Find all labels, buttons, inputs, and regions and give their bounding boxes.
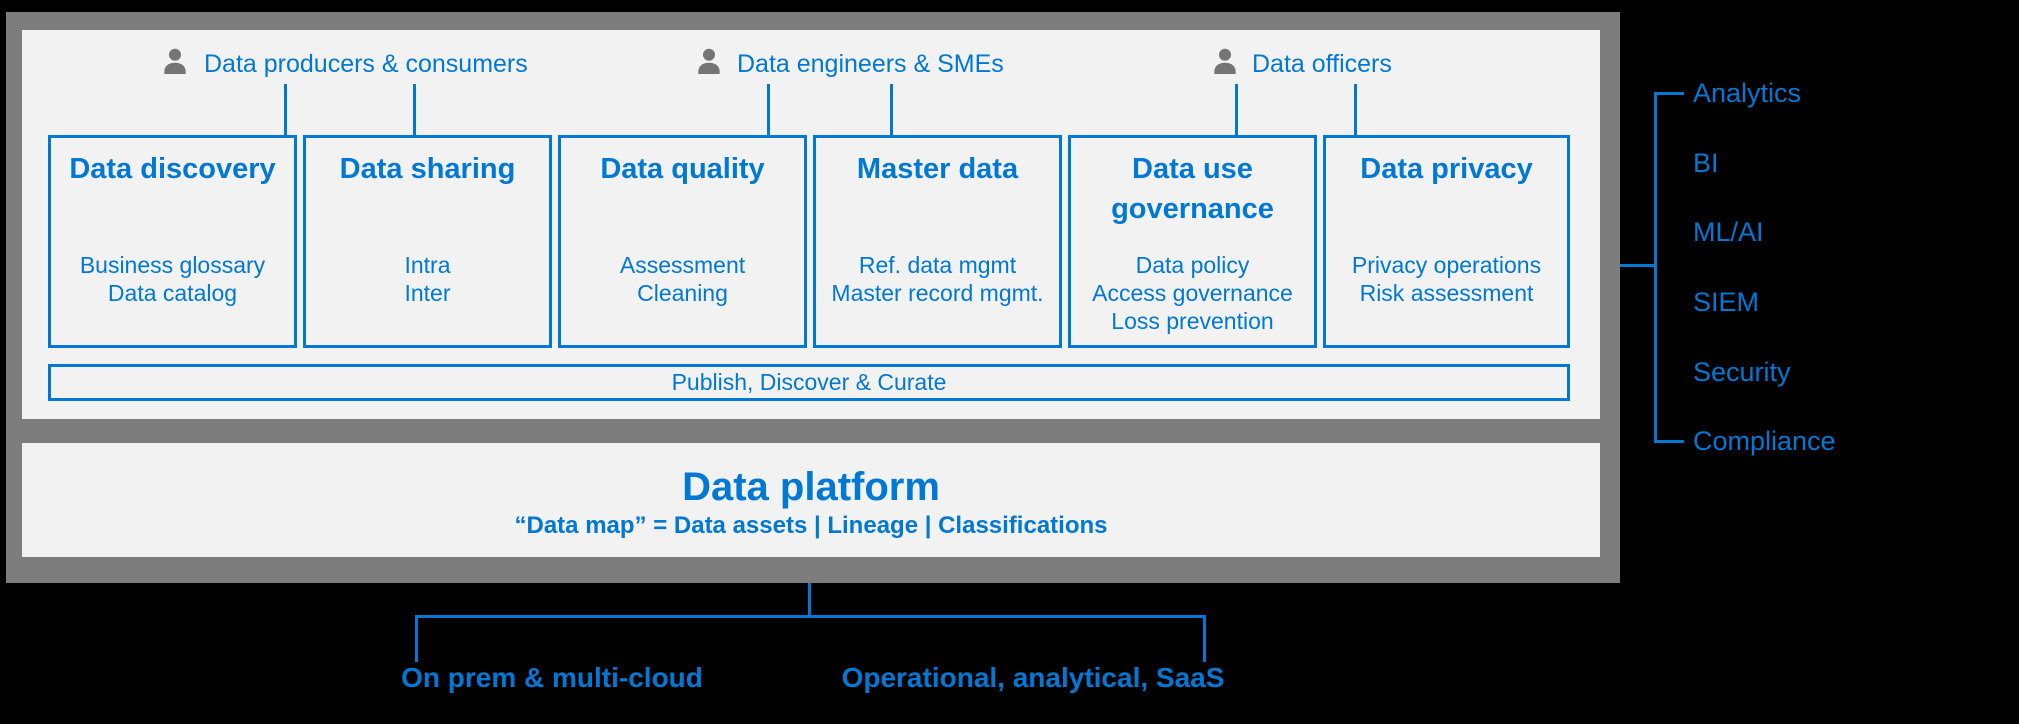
connector-line [1354,84,1357,135]
connector-line [284,84,287,135]
sources-left-drop-line [415,615,418,662]
consumer-label-security: Security [1693,357,1791,387]
box-items: Privacy operations Risk assessment [1328,251,1565,307]
persona-label-producers-consumers: Data producers & consumers [204,50,528,78]
box-item: Ref. data mgmt [858,252,1017,278]
source-label-operational-analytical-saas: Operational, analytical, SaaS [841,662,1225,693]
connector-line [1235,84,1238,135]
box-items: Ref. data mgmt Master record mgmt. [818,251,1057,307]
box-items: Intra Inter [308,251,547,307]
box-item: Intra [404,252,451,278]
box-title: Master data [856,153,1019,185]
person-icon [1208,46,1242,78]
box-item: Data catalog [107,280,238,306]
box-title: Data use governance [1111,153,1274,225]
bracket-top-tick [1654,92,1684,95]
connector-line [413,84,416,135]
connector-line [890,84,893,135]
consumer-label-ml-ai: ML/AI [1693,217,1764,247]
sources-right-drop-line [1203,615,1206,662]
person-icon [692,46,726,78]
bracket-inlet-line [1620,264,1657,267]
connector-line [767,84,770,135]
consumer-label-compliance: Compliance [1693,426,1836,456]
box-items: Assessment Cleaning [563,251,802,307]
box-item: Data policy [1135,252,1250,278]
box-title: Data quality [600,153,765,185]
data-platform-subtitle: “Data map” = Data assets | Lineage | Cla… [514,512,1108,539]
capability-box-data-discovery: Data discovery Business glossary Data ca… [48,135,297,348]
box-items: Data policy Access governance Loss preve… [1073,251,1312,335]
box-item: Cleaning [637,280,728,306]
data-platform-panel: Data platform “Data map” = Data assets |… [22,443,1600,557]
box-item: Loss prevention [1111,308,1274,334]
box-item: Privacy operations [1351,252,1542,278]
box-title: Data discovery [69,153,276,185]
persona-label-data-officers: Data officers [1252,50,1392,78]
person-icon [158,46,192,78]
box-item: Access governance [1092,280,1293,306]
publish-discover-curate-bar: Publish, Discover & Curate [48,364,1570,401]
capability-box-master-data: Master data Ref. data mgmt Master record… [813,135,1062,348]
capability-box-data-sharing: Data sharing Intra Inter [303,135,552,348]
bracket-bottom-tick [1654,440,1684,443]
consumer-label-siem: SIEM [1693,287,1760,317]
box-items: Business glossary Data catalog [53,251,292,307]
bracket-vertical-line [1654,92,1657,443]
platform-stub-line [808,583,811,617]
capability-box-data-use-governance: Data use governance Data policy Access g… [1068,135,1317,348]
capability-box-data-quality: Data quality Assessment Cleaning [558,135,807,348]
box-item: Assessment [619,252,746,278]
capability-box-data-privacy: Data privacy Privacy operations Risk ass… [1323,135,1570,348]
source-label-on-prem-multicloud: On prem & multi-cloud [401,662,703,693]
data-platform-title: Data platform [682,465,940,509]
box-item: Risk assessment [1359,280,1534,306]
box-title: Data sharing [339,153,516,185]
box-item: Business glossary [79,252,266,278]
sources-horizontal-line [415,615,1206,618]
persona-label-engineers-smes: Data engineers & SMEs [737,50,1004,78]
consumer-label-bi: BI [1693,148,1719,178]
box-title: Data privacy [1360,153,1533,185]
box-item: Inter [404,280,451,306]
consumer-label-analytics: Analytics [1693,78,1802,108]
box-item: Master record mgmt. [831,280,1044,306]
